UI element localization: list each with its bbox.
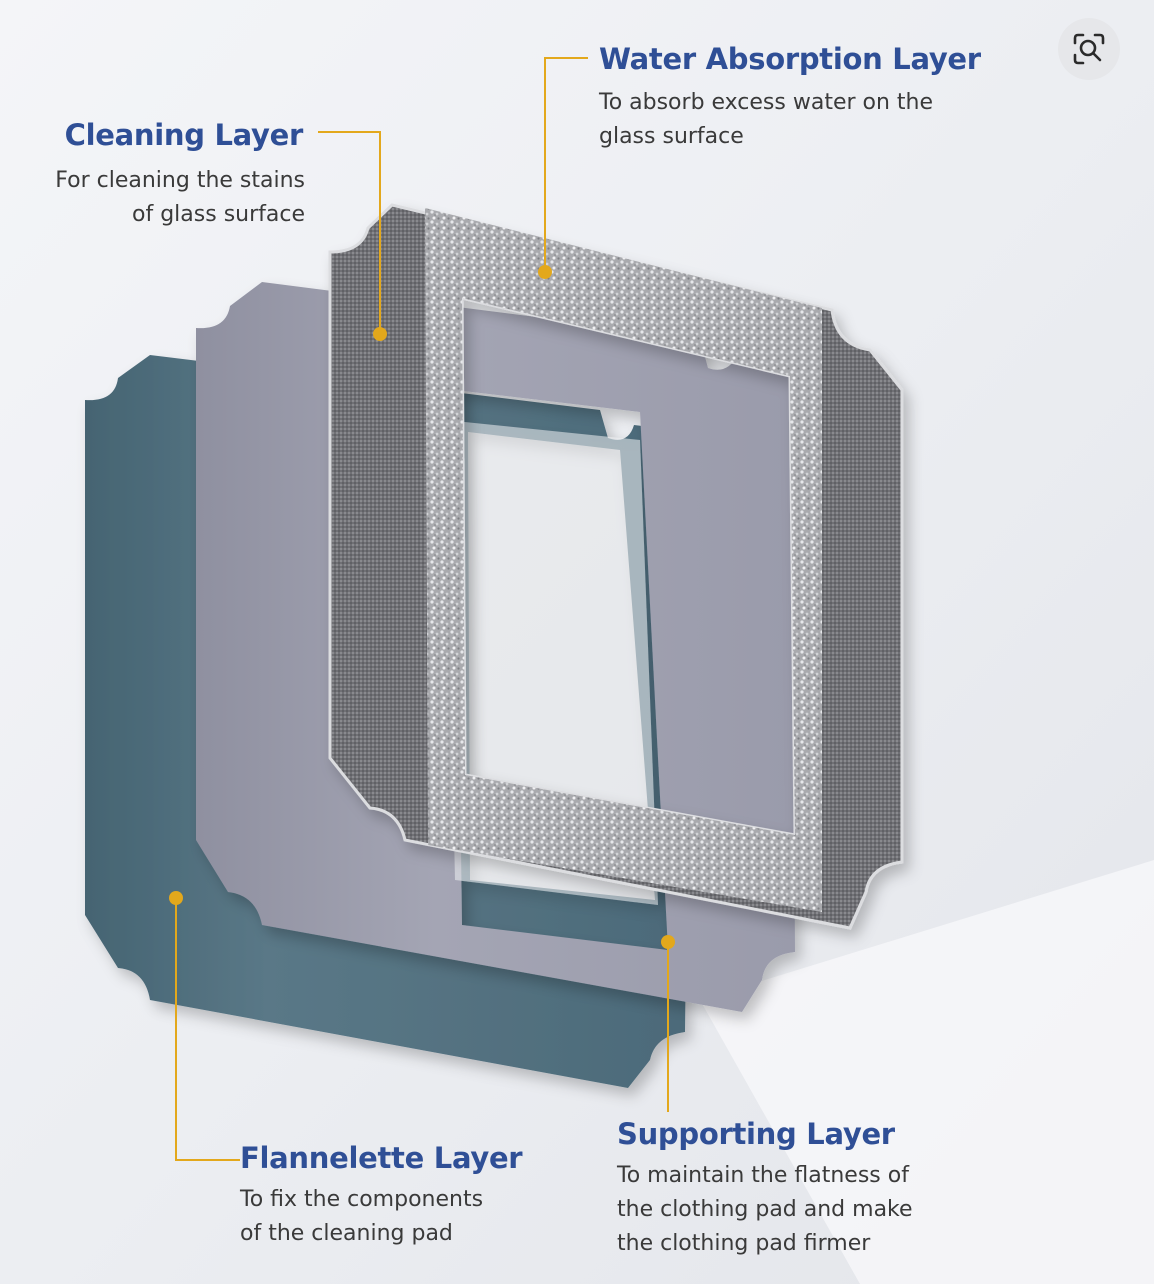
flannelette-leader	[175, 898, 240, 1161]
visual-search-button[interactable]	[1058, 18, 1120, 80]
flannelette-dot	[169, 891, 183, 905]
cleaning-description: For cleaning the stains of glass surface	[55, 168, 305, 227]
visual-search-icon	[1073, 33, 1105, 65]
water-absorption-title: Water Absorption Layer	[599, 42, 981, 76]
leader-lines	[175, 57, 669, 1161]
water-absorption-layer-pad	[425, 208, 822, 912]
supporting-description: To maintain the flatness of the clothing…	[617, 1163, 913, 1256]
water-absorption-leader	[544, 57, 588, 272]
water-absorption-description: To absorb excess water on the glass surf…	[599, 90, 934, 149]
cleaning-dot	[373, 327, 387, 341]
flannelette-title: Flannelette Layer	[240, 1141, 523, 1175]
water-absorption-dot	[538, 265, 552, 279]
supporting-dot	[661, 935, 675, 949]
background-light-beam	[700, 860, 1154, 1284]
leader-dots	[169, 265, 675, 949]
cleaning-title: Cleaning Layer	[64, 118, 304, 152]
supporting-title: Supporting Layer	[617, 1117, 895, 1151]
cleaning-leader	[318, 131, 381, 334]
flannelette-description: To fix the components of the cleaning pa…	[240, 1187, 484, 1246]
